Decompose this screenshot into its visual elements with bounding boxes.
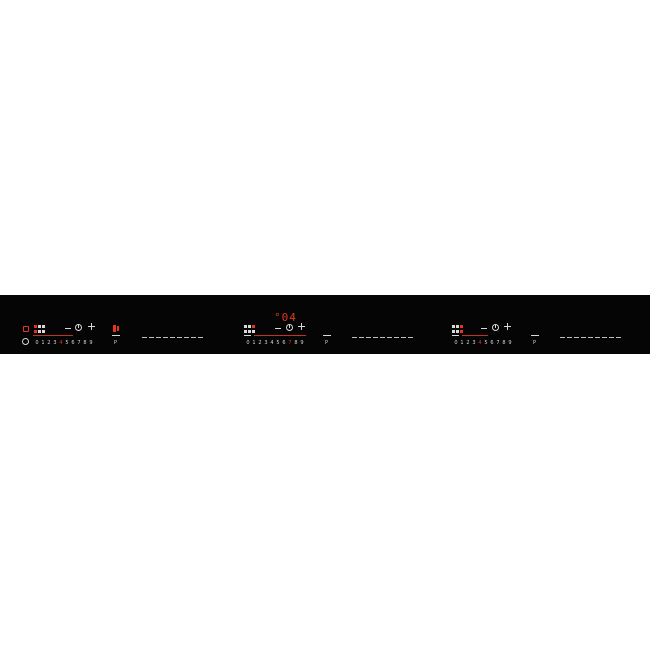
p-bar [531, 335, 539, 336]
scale-8: 8 [502, 340, 506, 346]
minus-button[interactable] [65, 328, 71, 329]
scale-9: 9 [89, 340, 93, 346]
lock-icon[interactable] [23, 326, 29, 332]
zone-divider-dashes [142, 337, 203, 338]
scale-8: 8 [294, 340, 298, 346]
zone-divider-dashes [352, 337, 413, 338]
minus-button[interactable] [275, 328, 281, 329]
separator-bar [244, 335, 251, 336]
scale-6: 6 [282, 340, 286, 346]
level-underline [462, 335, 488, 336]
p-bar [323, 335, 331, 336]
power-boost-button[interactable]: P [533, 340, 537, 346]
scale-2: 2 [258, 340, 262, 346]
scale-4: 4 [270, 340, 274, 346]
scale-5: 5 [276, 340, 280, 346]
power-boost-button[interactable]: P [325, 340, 329, 346]
scale-1: 1 [460, 340, 464, 346]
zone-grid-icon [452, 325, 464, 333]
zone-grid-icon [34, 325, 46, 333]
timer-icon[interactable] [286, 324, 293, 331]
power-slider[interactable]: 0 1 2 3 4 5 6 7 8 9 [245, 339, 305, 347]
plus-button[interactable] [298, 323, 305, 330]
scale-0: 0 [454, 340, 458, 346]
scale-1: 1 [252, 340, 256, 346]
plus-button[interactable] [504, 323, 511, 330]
cooking-zone-2: °04 0 1 2 3 4 5 6 7 8 9 [240, 295, 440, 354]
timer-icon[interactable] [492, 324, 499, 331]
scale-1: 1 [41, 340, 45, 346]
scale-5: 5 [65, 340, 69, 346]
scale-7: 7 [288, 340, 292, 346]
info-icon[interactable] [22, 338, 29, 345]
scale-5: 5 [484, 340, 488, 346]
scale-2: 2 [466, 340, 470, 346]
scale-8: 8 [83, 340, 87, 346]
timer-icon[interactable] [75, 324, 82, 331]
zone-2-display: °04 [274, 311, 297, 324]
scale-7: 7 [77, 340, 81, 346]
power-boost-button[interactable]: P [114, 340, 118, 346]
scale-0: 0 [35, 340, 39, 346]
bridge-icon-part [117, 326, 119, 331]
scale-7: 7 [496, 340, 500, 346]
level-underline [254, 335, 306, 336]
cooking-zone-3: 0 1 2 3 4 5 6 7 8 9 P [448, 295, 638, 354]
scale-9: 9 [300, 340, 304, 346]
scale-0: 0 [246, 340, 250, 346]
cooktop-control-panel: 0 1 2 3 4 5 6 7 8 9 P °04 [0, 295, 650, 354]
scale-3: 3 [472, 340, 476, 346]
scale-6: 6 [71, 340, 75, 346]
scale-2: 2 [47, 340, 51, 346]
bridge-icon[interactable] [113, 325, 116, 332]
scale-4: 4 [59, 340, 63, 346]
scale-9: 9 [508, 340, 512, 346]
level-underline [33, 335, 73, 336]
plus-button[interactable] [88, 323, 95, 330]
power-slider[interactable]: 0 1 2 3 4 5 6 7 8 9 [34, 339, 94, 347]
separator-bar [452, 335, 459, 336]
zone-grid-icon [244, 325, 256, 333]
scale-3: 3 [53, 340, 57, 346]
p-bar [112, 335, 120, 336]
scale-3: 3 [264, 340, 268, 346]
zone-divider-dashes [560, 337, 621, 338]
power-slider[interactable]: 0 1 2 3 4 5 6 7 8 9 [453, 339, 513, 347]
scale-6: 6 [490, 340, 494, 346]
minus-button[interactable] [481, 328, 487, 329]
cooking-zone-1: 0 1 2 3 4 5 6 7 8 9 P [18, 295, 213, 354]
scale-4: 4 [478, 340, 482, 346]
